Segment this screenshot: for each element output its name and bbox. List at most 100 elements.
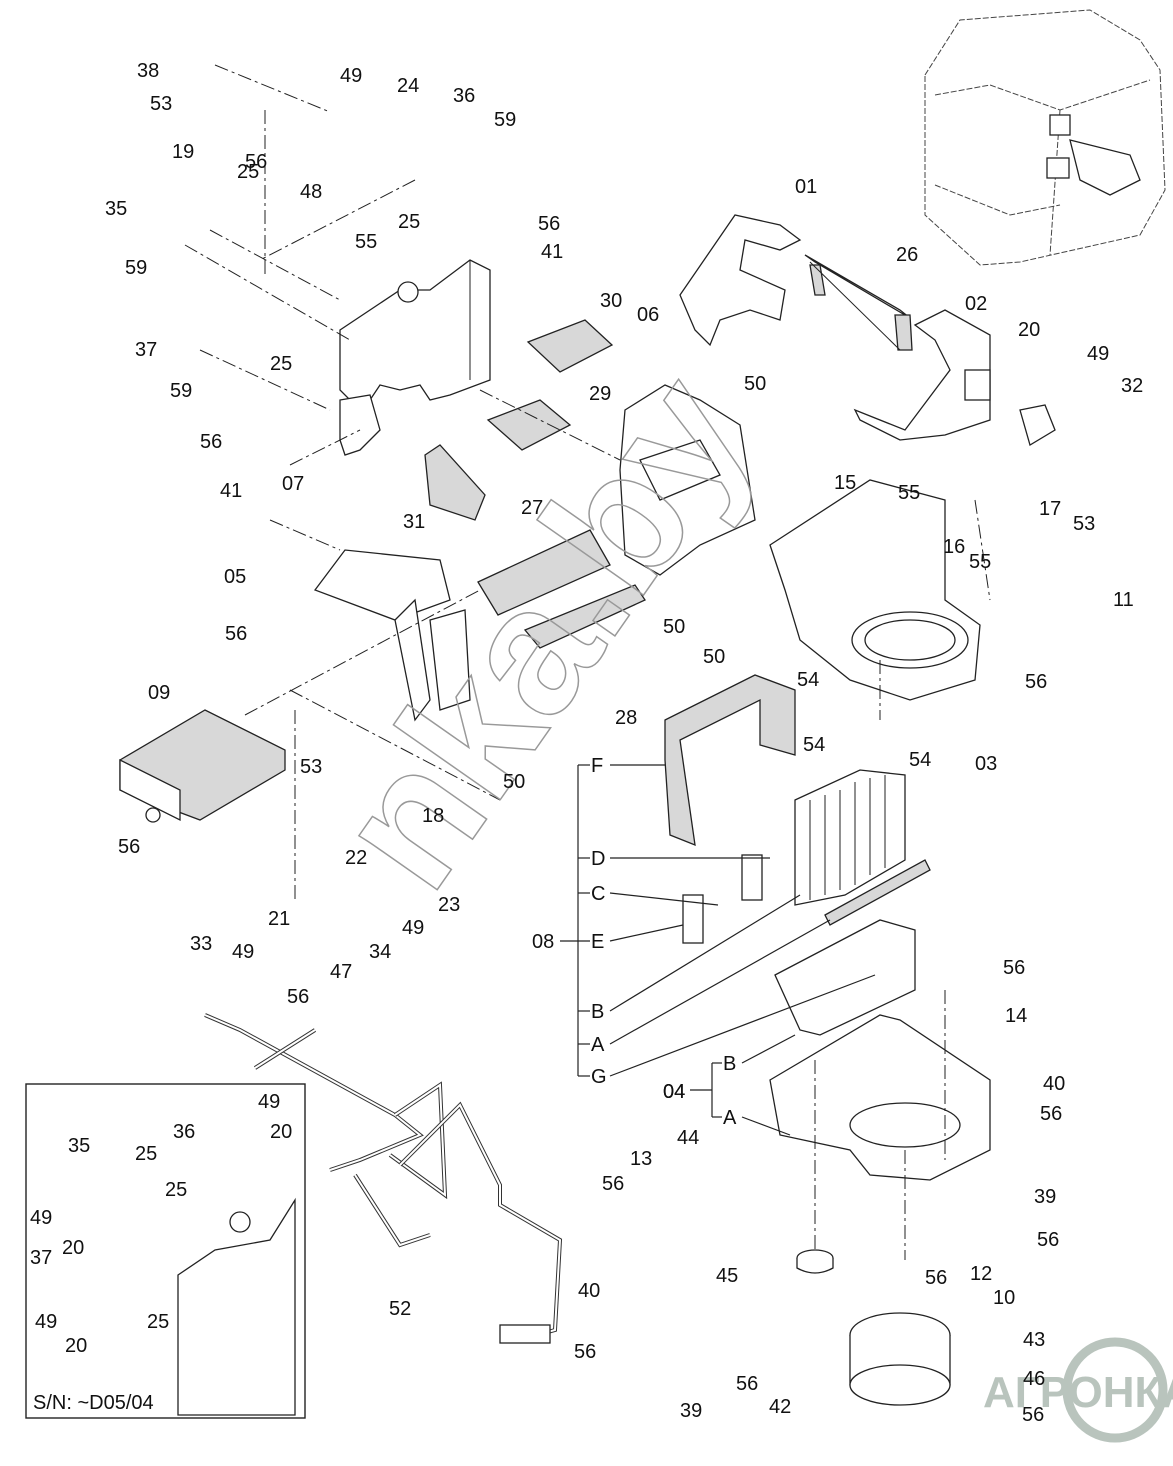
part-06-duct: [619, 384, 756, 576]
inset-part-label-25: 25: [165, 1179, 187, 1201]
group-04-sub-A: A: [723, 1107, 737, 1129]
part-label-36: 36: [453, 85, 475, 107]
part-label-02: 02: [965, 293, 987, 315]
part-label-24: 24: [397, 75, 419, 97]
part-label-56: 56: [538, 213, 560, 235]
part-label-18: 18: [422, 805, 444, 827]
inset-part-label-49: 49: [30, 1207, 52, 1229]
part-label-55: 55: [898, 482, 920, 504]
part-label-53: 53: [1073, 513, 1095, 535]
part-label-56: 56: [1003, 957, 1025, 979]
part-label-53: 53: [150, 93, 172, 115]
part-31-damper: [424, 444, 486, 521]
part-label-44: 44: [677, 1127, 699, 1149]
part-label-59: 59: [125, 257, 147, 279]
part-03-blower-housing: [769, 479, 981, 701]
part-45-damper-pad: [796, 1249, 834, 1274]
part-label-41: 41: [541, 241, 563, 263]
group-08-label: 08: [532, 931, 554, 953]
part-label-56: 56: [1040, 1103, 1062, 1125]
part-label-19: 19: [172, 141, 194, 163]
part-label-23: 23: [438, 894, 460, 916]
part-08C-expansion-valve: [741, 854, 763, 901]
inset-part-label-49: 49: [258, 1091, 280, 1113]
part-label-03: 03: [975, 753, 997, 775]
part-label-48: 48: [300, 181, 322, 203]
part-label-10: 10: [993, 1287, 1015, 1309]
part-label-54: 54: [797, 669, 819, 691]
part-label-56: 56: [602, 1173, 624, 1195]
part-label-04: 04: [663, 1081, 685, 1103]
part-label-54: 54: [909, 749, 931, 771]
part-29-damper: [486, 399, 572, 451]
part-26-filter: [804, 254, 913, 351]
cab-outline-illustration: [924, 9, 1166, 266]
part-label-56: 56: [1037, 1229, 1059, 1251]
part-label-33: 33: [190, 933, 212, 955]
inset-part-label-20: 20: [65, 1335, 87, 1357]
part-label-22: 22: [345, 847, 367, 869]
inset-part-label-36: 36: [173, 1121, 195, 1143]
part-label-29: 29: [589, 383, 611, 405]
part-label-01: 01: [795, 176, 817, 198]
part-label-20: 20: [1018, 319, 1040, 341]
group-08-sub-G: G: [591, 1066, 607, 1088]
group-08-sub-F: F: [591, 755, 603, 777]
inset-part-label-25: 25: [147, 1311, 169, 1333]
part-label-14: 14: [1005, 1005, 1027, 1027]
part-08G-seal-strip: [824, 859, 931, 926]
part-label-28: 28: [615, 707, 637, 729]
part-27-heater-core: [477, 529, 611, 616]
part-label-15: 15: [834, 472, 856, 494]
part-label-07: 07: [282, 473, 304, 495]
part-label-49: 49: [232, 941, 254, 963]
part-label-06: 06: [637, 304, 659, 326]
part-52-wire-harness: [204, 1013, 563, 1344]
part-08D-evaporator-core: [794, 769, 906, 906]
part-label-46: 46: [1023, 1368, 1045, 1390]
inset-part-label-35: 35: [68, 1135, 90, 1157]
part-08B-drain-pan: [774, 919, 916, 1036]
part-label-56: 56: [118, 836, 140, 858]
part-08F-seal: [664, 674, 796, 847]
part-02-housing-side: [853, 309, 991, 441]
part-label-50: 50: [503, 771, 525, 793]
part-label-39: 39: [680, 1400, 702, 1422]
part-label-55: 55: [355, 231, 377, 253]
part-label-17: 17: [1039, 498, 1061, 520]
part-label-34: 34: [369, 941, 391, 963]
group-08-sub-A: A: [591, 1034, 605, 1056]
part-label-30: 30: [600, 290, 622, 312]
part-label-25: 25: [270, 353, 292, 375]
part-label-59: 59: [494, 109, 516, 131]
part-label-09: 09: [148, 682, 170, 704]
part-label-45: 45: [716, 1265, 738, 1287]
brand-logo: АГРОНКА: [983, 1337, 1173, 1443]
part-label-56: 56: [200, 431, 222, 453]
part-label-56: 56: [1025, 671, 1047, 693]
group-08-sub-D: D: [591, 848, 605, 870]
inset-part-label-37: 37: [30, 1247, 52, 1269]
part-label-41: 41: [220, 480, 242, 502]
part-label-43: 43: [1023, 1329, 1045, 1351]
part-label-37: 37: [135, 339, 157, 361]
part-10-blower-motor: [849, 1312, 951, 1406]
inset-part-label-25: 25: [135, 1143, 157, 1165]
part-04-blower-case: [769, 1014, 991, 1181]
inset-part-label-20: 20: [270, 1121, 292, 1143]
part-label-16: 16: [943, 536, 965, 558]
part-label-05: 05: [224, 566, 246, 588]
inset-panel: [25, 1083, 306, 1419]
assembly-lines: [184, 64, 991, 1260]
part-label-53: 53: [300, 756, 322, 778]
part-label-26: 26: [896, 244, 918, 266]
part-08E-bracket: [682, 894, 704, 944]
group-08-sub-B: B: [591, 1001, 604, 1023]
part-label-21: 21: [268, 908, 290, 930]
group-08-sub-C: C: [591, 883, 605, 905]
part-01-housing-upper: [679, 214, 802, 347]
part-label-54: 54: [803, 734, 825, 756]
part-label-39: 39: [1034, 1186, 1056, 1208]
